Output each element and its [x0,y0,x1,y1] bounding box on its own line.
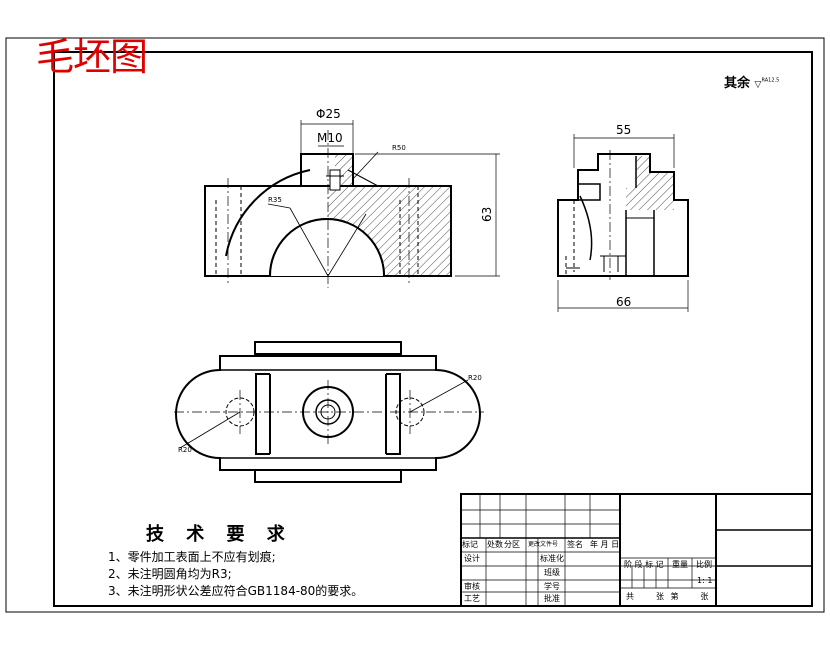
tb-weight: 重量 [672,560,688,569]
tb-approve: 批准 [544,594,560,603]
roughness-label: 其余 [724,76,751,91]
tech-requirements-heading: 技 术 要 求 [146,524,293,545]
tb-sign2: 学号 [544,582,560,591]
dim-r20-left: R20 [178,446,192,454]
tech-requirement-item: 2、未注明圆角均为R3; [108,567,232,581]
inner-border [53,51,813,607]
dim-r35: R35 [268,196,282,204]
dim-66: 66 [616,295,631,309]
tb-row1-col5: 年 月 日 [590,540,620,549]
dim-55: 55 [616,123,631,137]
tb-row1-col3: 更改文件号 [528,541,559,548]
tb-row1-col0: 标记 [462,540,478,549]
tech-requirements: 技 术 要 求 1、零件加工表面上不应有划痕; 2、未注明圆角均为R3; 3、未… [108,526,363,600]
tb-row1-col2: 分区 [504,540,520,549]
tb-design: 设计 [464,554,480,563]
tb-row1-col1: 处数 [487,540,503,549]
tb-row1-col4: 签名 [567,540,583,549]
dim-phi25: Φ25 [316,107,341,121]
tech-requirement-item: 1、零件加工表面上不应有划痕; [108,550,276,564]
dim-m10: M10 [317,131,343,145]
dim-63: 63 [480,207,494,222]
tb-standardize: 标准化 [540,554,564,563]
dim-r50: R50 [392,144,406,152]
tb-sign1: 班级 [544,568,560,577]
roughness-value: RA12.5 [761,77,780,84]
tech-requirement-item: 3、未注明形状公差应符合GB1184-80的要求。 [108,584,364,598]
outer-border [5,37,825,613]
tb-scale: 比例 [696,560,712,569]
tb-check: 审核 [464,582,480,591]
drawing-title: 毛坯图 [36,35,148,79]
tb-stage-mark: 阶 段 标 记 [624,560,664,569]
side-view [557,134,689,312]
roughness-symbol-icon: ▽ [754,80,762,90]
tb-process: 工艺 [464,594,480,603]
tb-sheets: 共 张 第 张 [626,592,711,601]
dim-r20-right: R20 [468,374,482,382]
top-view [174,341,484,483]
front-view [204,120,500,288]
roughness-note: 其余 ▽RA12.5 [724,72,779,91]
title-block-lines [460,493,813,607]
tb-scale-value: 1: 1 [697,576,713,585]
